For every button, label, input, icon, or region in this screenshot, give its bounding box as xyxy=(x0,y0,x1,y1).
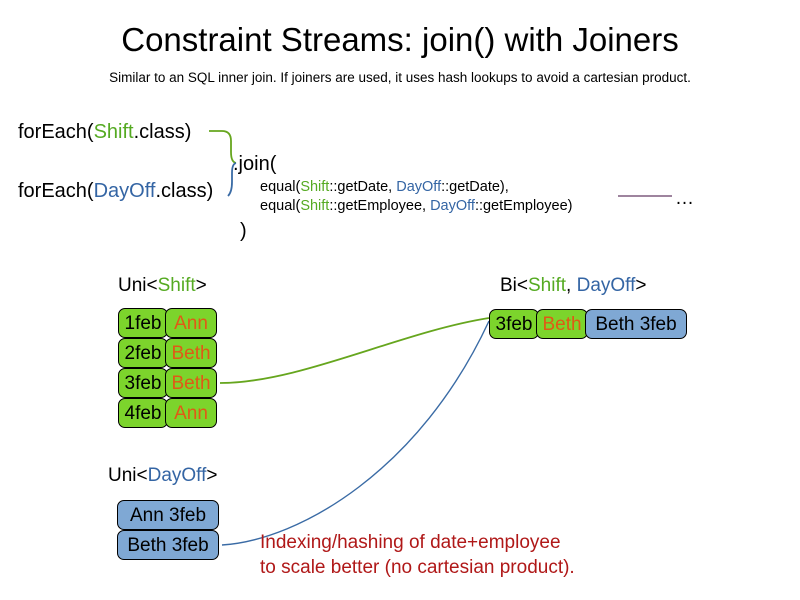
brace-shift-to-join xyxy=(209,130,237,164)
cell-employee: Ann xyxy=(165,398,217,428)
table-row: 4feb Ann xyxy=(118,398,217,428)
code-join-close: ) xyxy=(240,220,247,242)
table-row: Ann 3feb xyxy=(117,500,219,530)
cell-dayoff-pair: Ann 3feb xyxy=(117,500,219,530)
code-joiner-1-left-type: Shift xyxy=(300,179,330,195)
cell-date: 3feb xyxy=(118,368,168,398)
code-foreach-dayoff-type: DayOff xyxy=(93,180,156,202)
code-foreach-dayoff-prefix: forEach( xyxy=(18,180,94,202)
code-joiner-2-right-method: ::getEmployee) xyxy=(474,198,573,214)
cell-employee: Beth xyxy=(165,338,217,368)
label-uni-shift-type: Shift xyxy=(157,275,196,296)
cell-date: 4feb xyxy=(118,398,168,428)
table-row: 3feb Beth Beth 3feb xyxy=(489,309,687,339)
code-joiner-1-right-method: ::getDate), xyxy=(441,179,509,195)
connector-shift-to-bi xyxy=(219,317,490,384)
label-uni-shift-suffix: > xyxy=(195,275,207,296)
label-uni-dayoff-type: DayOff xyxy=(147,465,207,486)
label-uni-shift-prefix: Uni< xyxy=(118,275,158,296)
code-foreach-shift-prefix: forEach( xyxy=(18,121,94,143)
code-joiner-equal-date: equal(Shift::getDate, DayOff::getDate), xyxy=(260,178,509,197)
page-title: Constraint Streams: join() with Joiners xyxy=(121,21,679,58)
code-joiner-2-left-type: Shift xyxy=(300,198,330,214)
code-foreach-shift: forEach(Shift.class) xyxy=(18,120,191,144)
table-row: 2feb Beth xyxy=(118,338,217,368)
cell-employee: Beth xyxy=(536,309,588,339)
label-uni-dayoff: Uni<DayOff> xyxy=(108,464,218,488)
code-joiner-2-right-type: DayOff xyxy=(430,198,475,214)
cell-employee: Beth xyxy=(165,368,217,398)
label-uni-dayoff-prefix: Uni< xyxy=(108,465,148,486)
label-bi-shift-dayoff: Bi<Shift, DayOff> xyxy=(500,274,646,298)
page-subtitle: Similar to an SQL inner join. If joiners… xyxy=(109,70,691,85)
connector-dayoff-to-bi xyxy=(221,320,490,546)
cell-date: 2feb xyxy=(118,338,168,368)
code-foreach-dayoff-suffix: .class) xyxy=(155,180,214,202)
cell-employee: Ann xyxy=(165,308,217,338)
code-joiner-2-prefix: equal( xyxy=(260,198,301,214)
label-bi-type-shift: Shift xyxy=(528,275,567,296)
code-foreach-dayoff: forEach(DayOff.class) xyxy=(18,179,213,203)
code-joiner-equal-employee: equal(Shift::getEmployee, DayOff::getEmp… xyxy=(260,197,572,216)
code-joiner-1-left-method: ::getDate, xyxy=(329,179,397,195)
code-continuation-ellipsis: … xyxy=(675,188,694,209)
label-uni-dayoff-suffix: > xyxy=(206,465,218,486)
cell-dayoff-pair: Beth 3feb xyxy=(585,309,687,339)
code-foreach-shift-type: Shift xyxy=(93,121,134,143)
cell-date: 1feb xyxy=(118,308,168,338)
table-row: 1feb Ann xyxy=(118,308,217,338)
label-bi-type-dayoff: DayOff xyxy=(576,275,636,296)
annotation-line-1: Indexing/hashing of date+employee xyxy=(260,532,561,553)
code-join-open: .join( xyxy=(233,153,277,175)
table-row: Beth 3feb xyxy=(117,530,219,560)
code-joiner-1-right-type: DayOff xyxy=(396,179,442,195)
label-uni-shift: Uni<Shift> xyxy=(118,274,207,298)
cell-date: 3feb xyxy=(489,309,539,339)
cell-dayoff-pair: Beth 3feb xyxy=(117,530,219,560)
annotation-indexing: Indexing/hashing of date+employee to sca… xyxy=(260,530,575,580)
annotation-line-2: to scale better (no cartesian product). xyxy=(260,557,575,578)
code-joiner-1-prefix: equal( xyxy=(260,179,301,195)
code-joiner-2-left-method: ::getEmployee, xyxy=(329,198,431,214)
code-foreach-shift-suffix: .class) xyxy=(133,121,192,143)
label-bi-separator: , xyxy=(566,275,577,296)
label-bi-suffix: > xyxy=(635,275,647,296)
label-bi-prefix: Bi< xyxy=(500,275,528,296)
table-row: 3feb Beth xyxy=(118,368,217,398)
